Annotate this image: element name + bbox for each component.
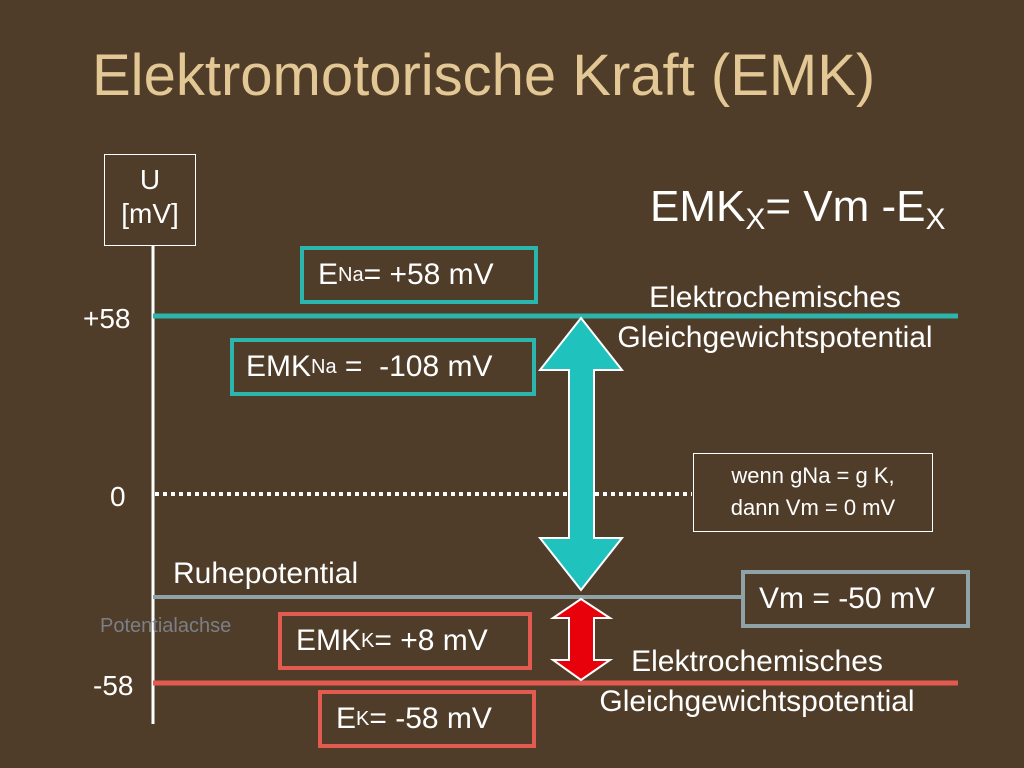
e-na-value: = +58 mV — [363, 258, 494, 291]
emk-formula: EMKX= Vm -EX — [650, 182, 946, 237]
emk-k-prefix: EMK — [296, 624, 362, 657]
vm-box: Vm = -50 mV — [741, 570, 970, 628]
vm-value: Vm = -50 mV — [759, 582, 935, 615]
note-box: wenn gNa = g K, dann Vm = 0 mV — [693, 453, 933, 532]
na-equilibrium-label-line1: Elektrochemisches — [649, 281, 901, 314]
emk-k-sub: K — [361, 629, 375, 652]
axis-title: Potentialachse — [100, 615, 232, 637]
emk-k-value: = +8 mV — [374, 624, 488, 657]
resting-potential-label: Ruhepotential — [173, 557, 359, 590]
axis-unit-box: U [mV] — [104, 154, 196, 246]
emk-na-double-arrow — [537, 316, 625, 592]
e-k-value: = -58 mV — [369, 702, 492, 735]
na-equilibrium-label-line2: Gleichgewichtspotential — [617, 321, 933, 354]
formula-rhs: = Vm -E — [765, 182, 926, 231]
tick-plus58: +58 — [83, 303, 131, 334]
axis-unit-symbol: U — [139, 164, 161, 195]
emk-na-value: = -108 mV — [336, 350, 493, 383]
emk-na-sub: Na — [311, 355, 337, 378]
k-equilibrium-label-line1: Elektrochemisches — [631, 645, 883, 678]
na-equilibrium-label: Elektrochemisches Gleichgewichtspotentia… — [590, 278, 960, 358]
note-line2: dann Vm = 0 mV — [730, 495, 896, 520]
tick-zero: 0 — [110, 481, 126, 512]
k-equilibrium-label: Elektrochemisches Gleichgewichtspotentia… — [572, 642, 942, 722]
formula-sub-x1: X — [745, 203, 766, 236]
e-k-sub: K — [356, 707, 370, 730]
emk-na-prefix: EMK — [246, 350, 312, 383]
formula-sub-x2: X — [925, 203, 946, 236]
tick-minus58: -58 — [93, 670, 134, 701]
e-na-sub: Na — [338, 263, 364, 286]
note-line1: wenn gNa = g K, — [731, 463, 895, 488]
e-k-prefix: E — [336, 702, 357, 735]
emk-k-double-arrow — [549, 597, 614, 682]
axis-unit: [mV] — [121, 198, 179, 229]
slide-title: Elektromotorische Kraft (EMK) — [92, 43, 876, 108]
e-na-prefix: E — [318, 258, 339, 291]
k-equilibrium-label-line2: Gleichgewichtspotential — [599, 685, 915, 718]
formula-emk: EMK — [650, 182, 746, 231]
